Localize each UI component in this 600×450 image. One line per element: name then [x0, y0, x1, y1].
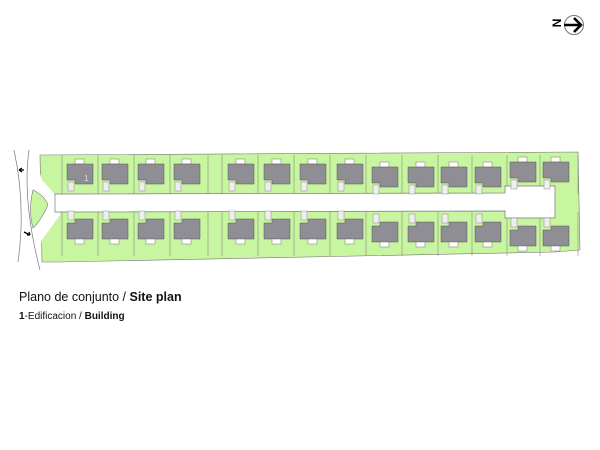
terrace [408, 213, 416, 224]
building-entry [271, 238, 282, 245]
terrace [300, 210, 308, 221]
building [474, 166, 502, 188]
building [542, 225, 570, 247]
terrace [337, 181, 345, 192]
building [66, 163, 94, 185]
building [440, 221, 468, 243]
terrace [300, 181, 308, 192]
building-entry [271, 158, 282, 165]
building [371, 221, 399, 243]
building-entry [517, 245, 528, 252]
building [509, 225, 537, 247]
legend: 1-Edificacion / Building [19, 311, 125, 322]
building-entry [109, 158, 120, 165]
building [336, 163, 364, 185]
terrace [337, 210, 345, 221]
terrace [138, 210, 146, 221]
terrace [543, 217, 551, 228]
terrace [264, 210, 272, 221]
arrow-icon [23, 231, 31, 236]
building [509, 161, 537, 183]
north-arrow: N [549, 13, 586, 37]
terrace [441, 184, 449, 195]
building [440, 166, 468, 188]
building [227, 218, 255, 240]
terrace [510, 217, 518, 228]
terrace [228, 210, 236, 221]
buildings-layer [66, 156, 570, 252]
building-entry [74, 158, 85, 165]
building-entry [235, 238, 246, 245]
building [336, 218, 364, 240]
terrace [264, 181, 272, 192]
building-entry [145, 238, 156, 245]
building [173, 163, 201, 185]
building [299, 163, 327, 185]
building-entry [482, 161, 493, 168]
building-entry [415, 161, 426, 168]
building-entry [448, 161, 459, 168]
building-entry [181, 158, 192, 165]
terrace [475, 184, 483, 195]
terrace [543, 179, 551, 190]
building-entry [379, 241, 390, 248]
terrace [408, 184, 416, 195]
building [227, 163, 255, 185]
building-entry [109, 238, 120, 245]
building [407, 166, 435, 188]
terrace [372, 184, 380, 195]
arrow-icon [18, 167, 24, 173]
building-entry [307, 158, 318, 165]
building [137, 163, 165, 185]
building [263, 163, 291, 185]
terrace [102, 181, 110, 192]
terrace [228, 181, 236, 192]
main-road [54, 185, 556, 219]
building-entry [415, 241, 426, 248]
terrace [102, 210, 110, 221]
building [101, 218, 129, 240]
building [371, 166, 399, 188]
building-entry [344, 158, 355, 165]
building-entry [517, 156, 528, 163]
street-edge [13, 149, 22, 263]
building [263, 218, 291, 240]
plan-title: Plano de conjunto / Site plan [19, 290, 182, 304]
building [173, 218, 201, 240]
building-entry [74, 238, 85, 245]
building [137, 218, 165, 240]
roads-layer [0, 140, 556, 300]
building-entry [482, 241, 493, 248]
terrace [475, 213, 483, 224]
building [474, 221, 502, 243]
building-entry [235, 158, 246, 165]
terrace [138, 181, 146, 192]
building [66, 218, 94, 240]
building [542, 161, 570, 183]
terrace [67, 210, 75, 221]
building [299, 218, 327, 240]
island [30, 189, 49, 229]
building-entry [145, 158, 156, 165]
building-entry [379, 161, 390, 168]
building-entry [550, 156, 561, 163]
building-entry [307, 238, 318, 245]
terrace [174, 181, 182, 192]
terrace [510, 179, 518, 190]
terrace [67, 181, 75, 192]
north-letter: N [549, 18, 564, 28]
terrace [441, 213, 449, 224]
building-entry [448, 241, 459, 248]
terrace [174, 210, 182, 221]
building-entry [344, 238, 355, 245]
terrace [372, 213, 380, 224]
street-edge [26, 149, 41, 271]
building-entry [550, 245, 561, 252]
building-entry [181, 238, 192, 245]
building-number-label: 1 [84, 174, 89, 183]
building [407, 221, 435, 243]
building [101, 163, 129, 185]
north-arrow-icon [564, 15, 584, 35]
